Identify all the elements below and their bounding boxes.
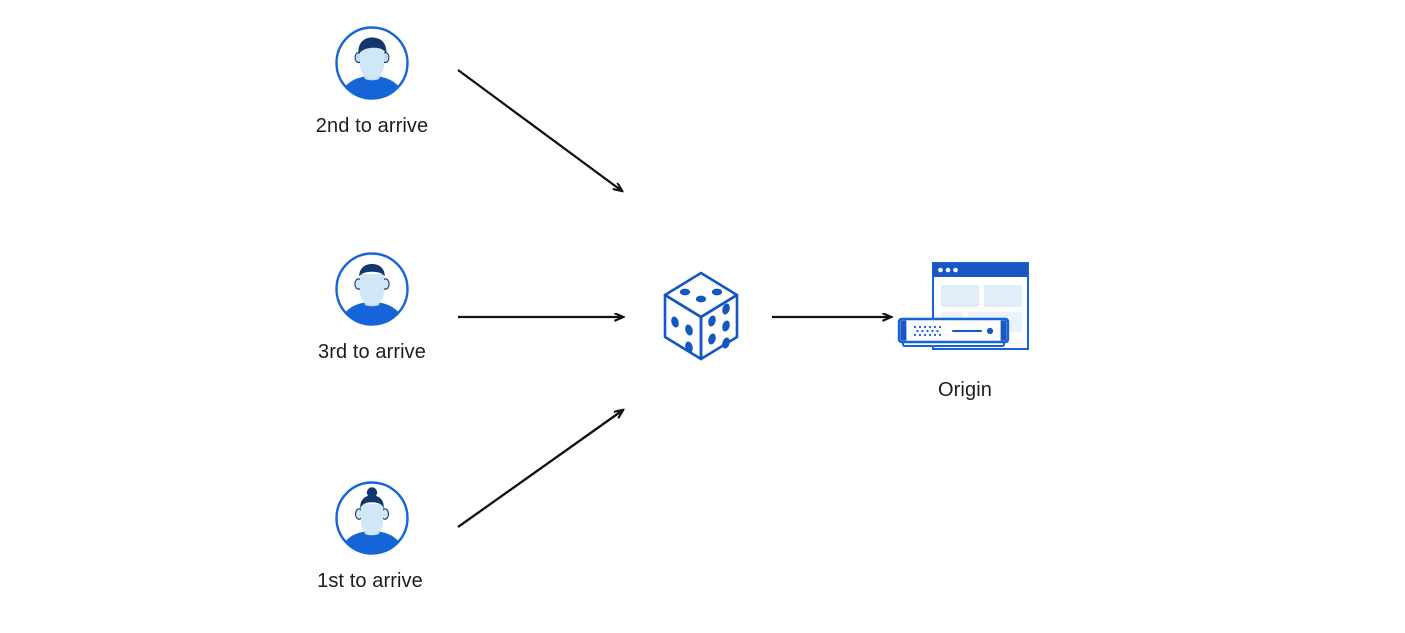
node-label-client-3rd: 3rd to arrive [317, 341, 426, 363]
dice-icon [663, 271, 739, 361]
node-origin[interactable] [893, 255, 1038, 365]
node-label-origin: Origin [938, 379, 992, 401]
node-client-3rd[interactable] [333, 250, 411, 328]
edge-1st-to-dice [457, 410, 623, 528]
user-avatar-icon [335, 481, 409, 555]
user-avatar-icon [335, 26, 409, 100]
user-avatar-icon [335, 252, 409, 326]
node-client-2nd[interactable] [333, 24, 411, 102]
node-client-1st[interactable] [333, 479, 411, 557]
server-appliance-icon [897, 317, 1010, 347]
node-label-client-2nd: 2nd to arrive [315, 115, 429, 137]
origin-server-icon [897, 262, 1029, 350]
edge-2nd-to-dice [457, 69, 622, 191]
node-label-client-1st: 1st to arrive [317, 570, 423, 592]
node-randomizer[interactable] [659, 269, 743, 365]
